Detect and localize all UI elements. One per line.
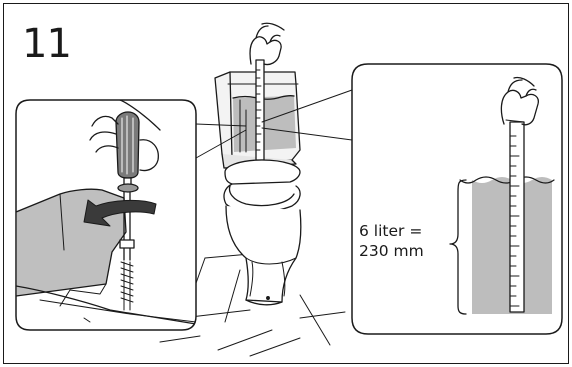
magnified-view: [352, 64, 562, 334]
volume-line: 6 liter =: [359, 221, 449, 241]
height-line: 230 mm: [359, 241, 449, 261]
ruler-icon: [510, 122, 524, 312]
ruler-in-tank: [256, 60, 264, 160]
hand-icon: [250, 23, 284, 64]
volume-label: 6 liter = 230 mm: [359, 221, 449, 261]
detail-inset-left: [16, 100, 196, 330]
toilet-seat: [224, 160, 300, 212]
